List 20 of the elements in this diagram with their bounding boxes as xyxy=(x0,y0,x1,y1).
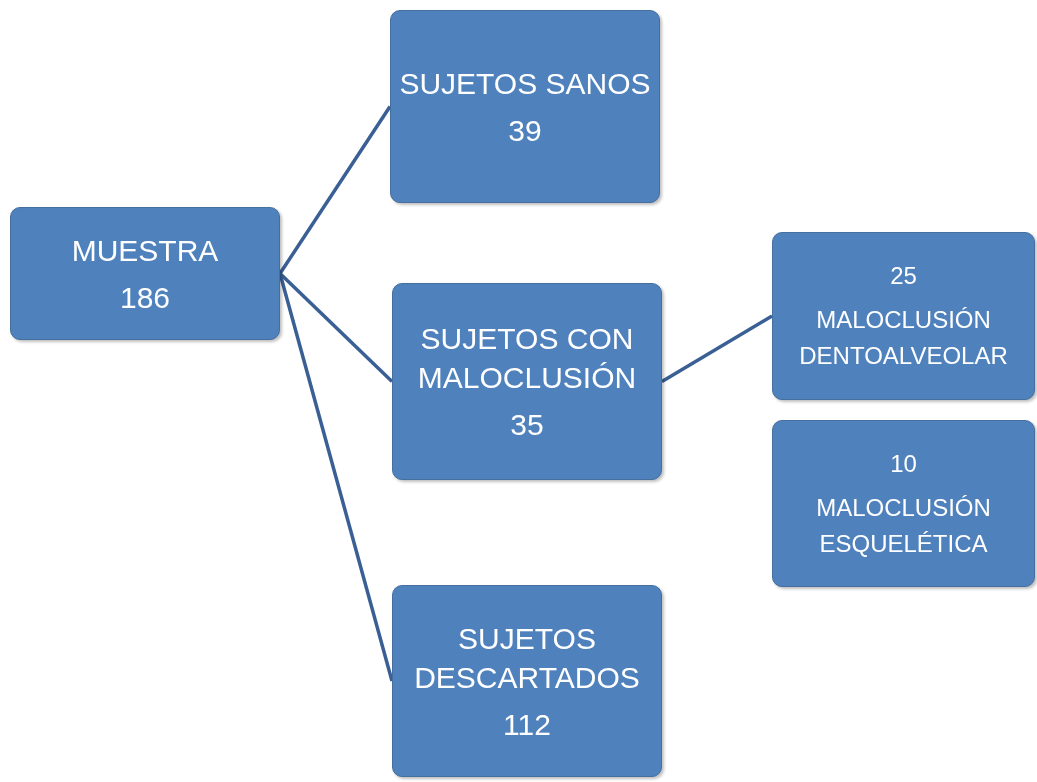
box-text: 35 xyxy=(510,407,544,443)
box-text: 112 xyxy=(503,706,551,743)
connector-line xyxy=(661,314,773,383)
process-box xyxy=(390,10,660,203)
process-box xyxy=(772,232,1035,400)
box-text: SUJETOS DESCARTADOS xyxy=(413,620,641,696)
box-text: SUJETOS SANOS xyxy=(399,65,651,102)
box-text: 39 xyxy=(508,112,542,149)
box-text: 10 xyxy=(890,448,917,479)
process-box xyxy=(10,207,280,340)
process-box xyxy=(392,585,662,777)
process-box xyxy=(392,283,662,480)
box-text: 25 xyxy=(890,261,917,291)
box-text: MALOCLUSIÓN ESQUELÉTICA xyxy=(815,492,992,559)
box-text: 186 xyxy=(119,279,171,316)
process-box xyxy=(772,420,1035,587)
connector-line xyxy=(278,105,392,275)
box-text: MUESTRA xyxy=(71,232,219,269)
box-text: SUJETOS CON MALOCLUSIÓN xyxy=(416,321,638,396)
box-text: MALOCLUSIÓN DENTOALVEOLAR xyxy=(798,305,1009,371)
